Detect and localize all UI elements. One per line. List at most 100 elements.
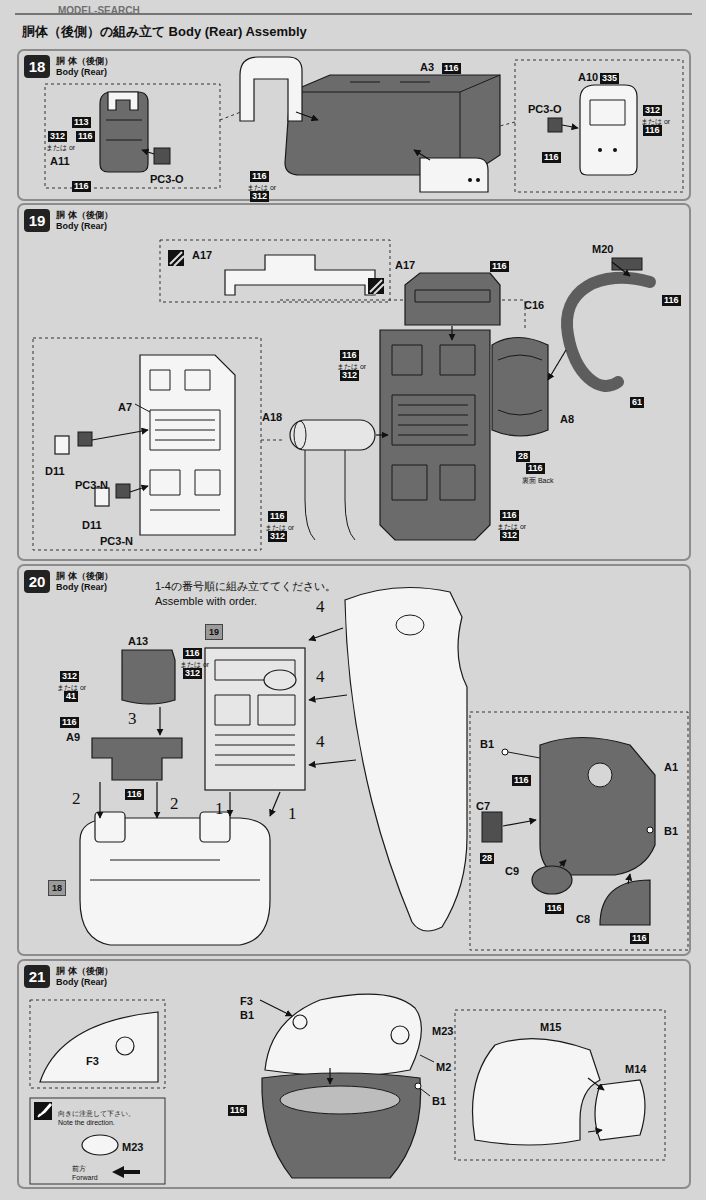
part-name: A11 — [50, 152, 70, 168]
illustration-shape — [33, 338, 261, 550]
part-name: PC3-N — [100, 536, 133, 547]
order-number: 1 — [215, 800, 224, 817]
illustration-shape — [391, 1026, 409, 1044]
paint-code: 116 — [183, 643, 202, 659]
paint-code: 116 — [250, 171, 269, 182]
order-number: 4 — [316, 733, 325, 750]
paint-code: 116 — [545, 903, 564, 914]
paint-code: 116 — [643, 120, 662, 136]
alternative-note: または or — [265, 524, 294, 531]
illustration-shape — [38, 1104, 51, 1117]
illustration-shape — [612, 258, 642, 270]
illustration-shape — [140, 355, 235, 535]
illustration-shape — [215, 660, 295, 765]
order-number: 3 — [128, 710, 137, 727]
order-number: 1 — [288, 805, 297, 822]
illustration-shape — [468, 178, 472, 182]
illustration-shape — [368, 278, 384, 294]
alternative-note: または or — [57, 684, 86, 691]
illustration-shape — [345, 588, 467, 932]
step-number: 20 — [24, 570, 50, 593]
order-number: 2 — [72, 790, 81, 807]
part-name: PC3-N — [75, 476, 108, 492]
paint-code: 312 — [60, 666, 79, 682]
illustration-shape — [421, 1089, 430, 1096]
illustration-shape — [142, 150, 154, 154]
step-heading-text: Body (Rear) — [56, 977, 113, 987]
illustration-shape — [168, 250, 184, 266]
part-name: A1 — [664, 758, 678, 774]
paint-code: 28 — [516, 451, 530, 462]
illustration-shape — [588, 1130, 602, 1132]
alternative-note: または or — [337, 363, 366, 370]
illustration-shape — [376, 434, 388, 435]
illustration-shape — [280, 1086, 400, 1114]
paint-code: 116 — [500, 510, 519, 521]
paint-code: 116 — [60, 712, 79, 728]
paint-code: 116 — [228, 1105, 247, 1116]
paint-code: 335 — [600, 73, 619, 84]
illustration-shape — [580, 85, 637, 175]
step-heading-text: Body (Rear) — [56, 582, 113, 592]
part-name: A10 — [578, 72, 598, 83]
watermark: MODEL-SEARCH — [58, 1, 140, 17]
step-heading: 胴 体（後側）Body (Rear) — [56, 966, 113, 987]
instruction-note: 1-4の番号順に組み立ててください。 — [155, 581, 336, 592]
part-name: PC3-O — [528, 100, 562, 116]
paint-code: 28 — [480, 848, 494, 864]
part-name: C8 — [576, 914, 590, 925]
part-name: A17 — [192, 246, 212, 262]
illustration-shape — [116, 484, 130, 498]
paint-code: 116 — [500, 505, 519, 521]
part-name: A8 — [560, 414, 574, 425]
part-name: A7 — [118, 398, 132, 414]
paint-code: 113 — [72, 112, 91, 128]
step-number-box: 18胴 体（後側）Body (Rear) — [24, 55, 113, 78]
illustration-shape — [261, 440, 285, 441]
part-name: B1 — [432, 1096, 446, 1107]
illustration-shape — [532, 866, 572, 894]
illustration-shape — [90, 860, 260, 880]
paint-code: 116 — [125, 784, 144, 800]
part-name: A13 — [128, 632, 148, 648]
illustration-shape — [500, 122, 515, 126]
paint-code: 312 — [48, 131, 67, 142]
order-number: 4 — [316, 668, 325, 685]
order-number: 3 — [128, 710, 137, 727]
step-number-box: 19胴 体（後側）Body (Rear) — [24, 209, 113, 232]
illustration-shape — [515, 60, 683, 192]
illustration-shape — [647, 827, 653, 833]
paint-code: 113 — [72, 117, 91, 128]
illustration-shape — [451, 326, 452, 340]
paint-code: 116 — [526, 458, 545, 474]
alternative-note: または or — [180, 661, 209, 668]
paint-code: 116 — [643, 125, 662, 136]
alternative-note: 裏面 Back — [522, 470, 554, 486]
illustration-shape — [262, 1073, 421, 1178]
part-name: A8 — [560, 410, 574, 426]
paint-code: 116 — [250, 166, 269, 182]
part-name: M23 — [432, 1026, 453, 1037]
part-name: F3 — [86, 1056, 99, 1067]
illustration-shape — [392, 345, 475, 500]
illustration-shape — [548, 350, 566, 380]
illustration-shape — [540, 738, 655, 876]
illustration-shape — [225, 255, 375, 295]
illustration-shape — [156, 782, 157, 818]
order-number: 4 — [316, 668, 325, 685]
part-name: F3 — [240, 992, 253, 1008]
part-name: M23 — [122, 1138, 143, 1154]
paint-code: 41 — [64, 686, 78, 702]
part-name: D11 — [82, 520, 102, 531]
step-number-box: 21胴 体（後側）Body (Rear) — [24, 965, 113, 988]
illustration-shape — [293, 1015, 307, 1029]
part-name: B1 — [480, 739, 494, 750]
part-name: C7 — [476, 801, 490, 812]
part-name: F3 — [240, 996, 253, 1007]
paint-code: 116 — [512, 770, 531, 786]
part-name: M20 — [592, 244, 613, 255]
illustration-shape — [560, 860, 566, 866]
order-number: 1 — [215, 800, 224, 817]
paint-code: 116 — [442, 58, 461, 74]
illustration-shape — [18, 204, 690, 560]
